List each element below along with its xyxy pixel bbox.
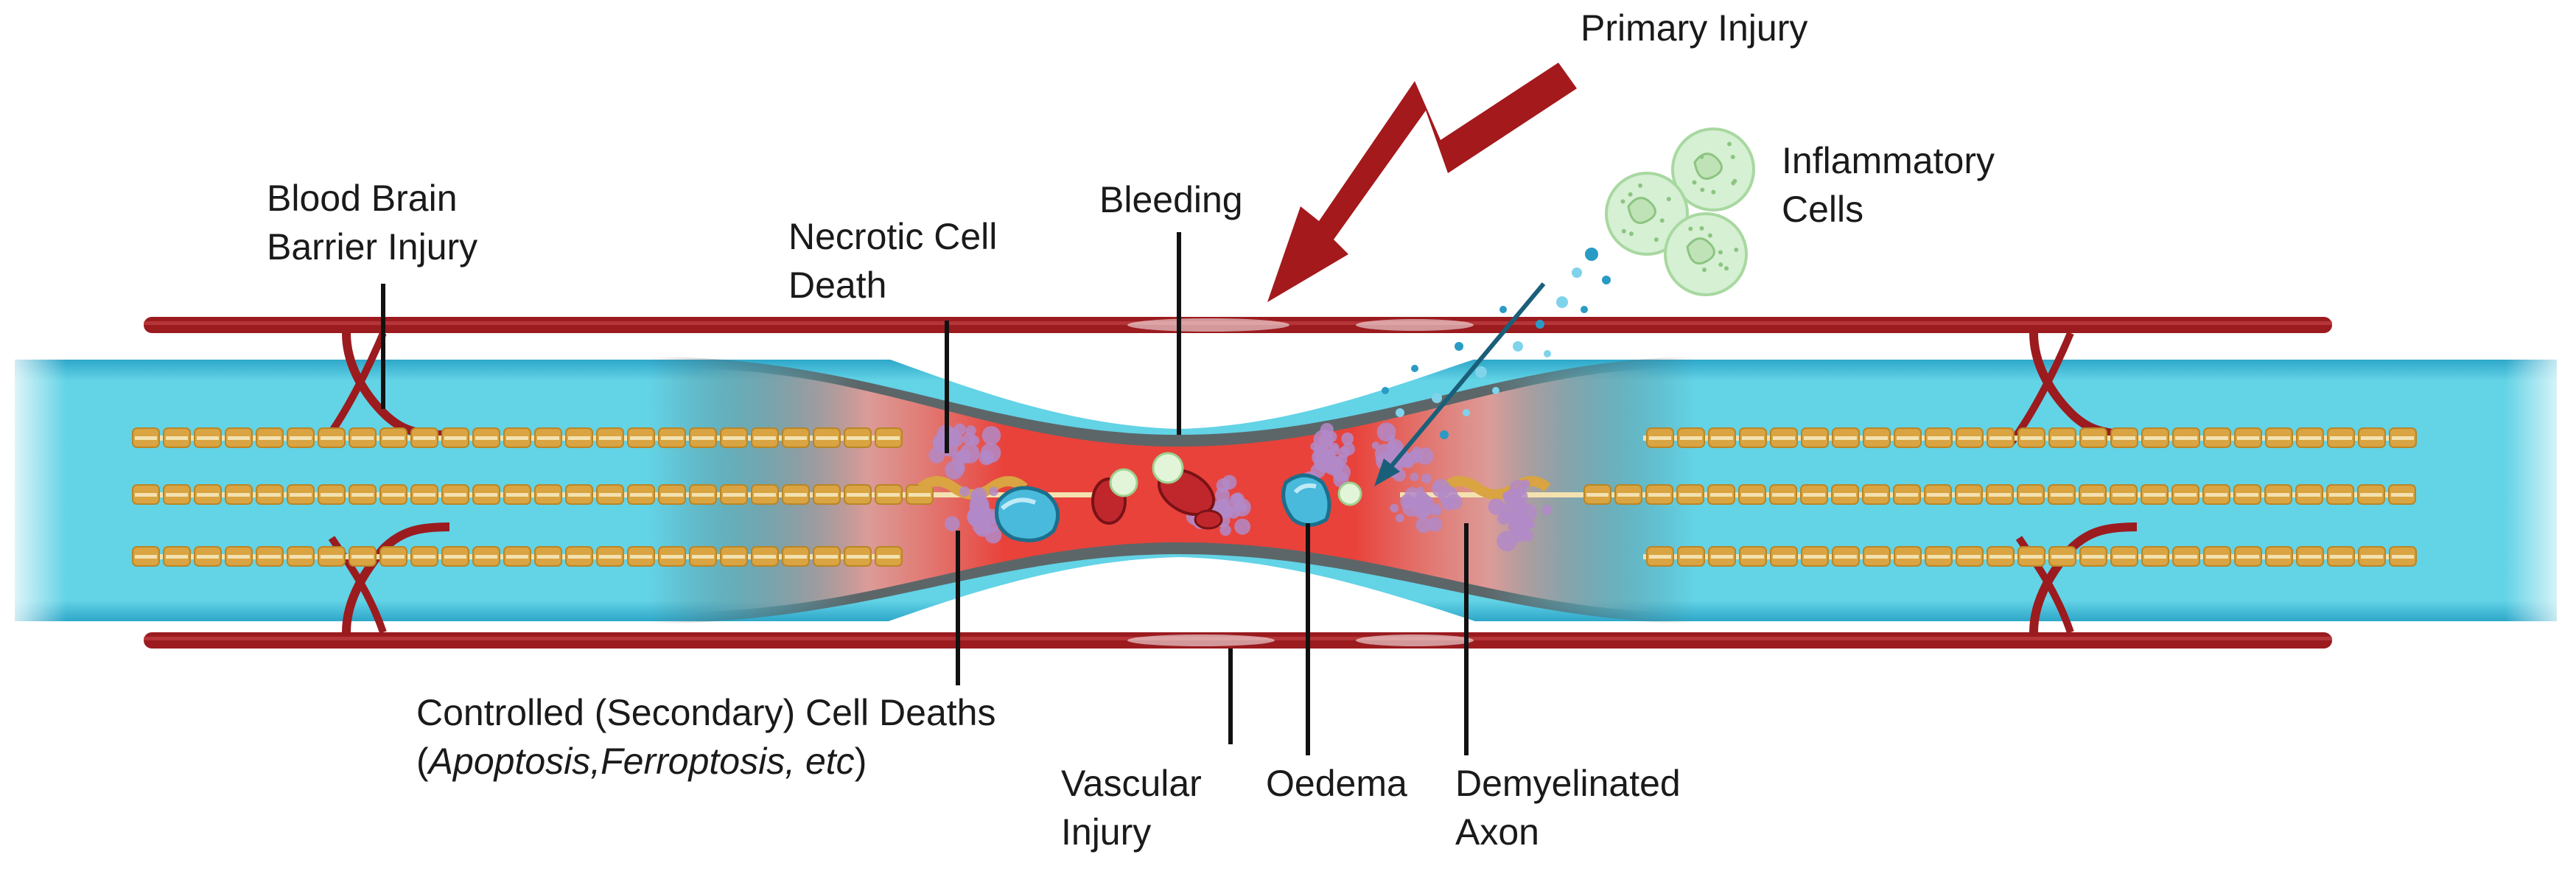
- label-inflammatory-cells: Inflammatory Cells: [1782, 136, 1995, 234]
- leader-lines: [381, 232, 1469, 755]
- inflammatory-particles: [1382, 248, 1611, 439]
- inflammatory-arrow: [1374, 282, 1546, 486]
- label-demyelinated-line1: Demyelinated: [1455, 763, 1681, 804]
- label-controlled-line1: Controlled (Secondary) Cell Deaths: [416, 692, 996, 733]
- cell-debris: [928, 422, 1553, 552]
- inflammatory-cells-icon: [1605, 127, 1755, 296]
- label-vascular-line2: Injury: [1061, 811, 1152, 853]
- label-bbb-line2: Barrier Injury: [267, 226, 478, 268]
- label-necrotic-cell-death: Necrotic Cell Death: [788, 212, 997, 310]
- label-demyelinated-line2: Axon: [1455, 811, 1539, 853]
- label-inflammatory-line1: Inflammatory: [1782, 140, 1995, 181]
- label-vascular-line1: Vascular: [1061, 763, 1202, 804]
- label-bbb-line1: Blood Brain: [267, 178, 458, 219]
- label-oedema: Oedema: [1266, 763, 1407, 804]
- label-vascular-injury: Vascular Injury: [1061, 759, 1202, 856]
- label-demyelinated-axon: Demyelinated Axon: [1455, 759, 1681, 856]
- label-controlled-cell-deaths: Controlled (Secondary) Cell Deaths (Apop…: [416, 688, 995, 786]
- oedema-cells: [995, 473, 1331, 542]
- label-blood-brain-barrier-injury: Blood Brain Barrier Injury: [267, 174, 477, 271]
- label-controlled-line2: (Apoptosis,Ferroptosis, etc): [416, 741, 867, 782]
- white-blood-cells: [1109, 452, 1362, 506]
- label-inflammatory-line2: Cells: [1782, 189, 1864, 230]
- label-bleeding: Bleeding: [1099, 179, 1243, 220]
- label-necrotic-line1: Necrotic Cell: [788, 216, 998, 257]
- myelin-right: [1583, 427, 2417, 567]
- label-primary-injury: Primary Injury: [1581, 7, 1808, 49]
- myelin-left: [132, 427, 934, 567]
- blood-vessels: [144, 317, 2332, 648]
- label-necrotic-line2: Death: [788, 265, 887, 306]
- primary-injury-arrow-icon: [1267, 63, 1577, 302]
